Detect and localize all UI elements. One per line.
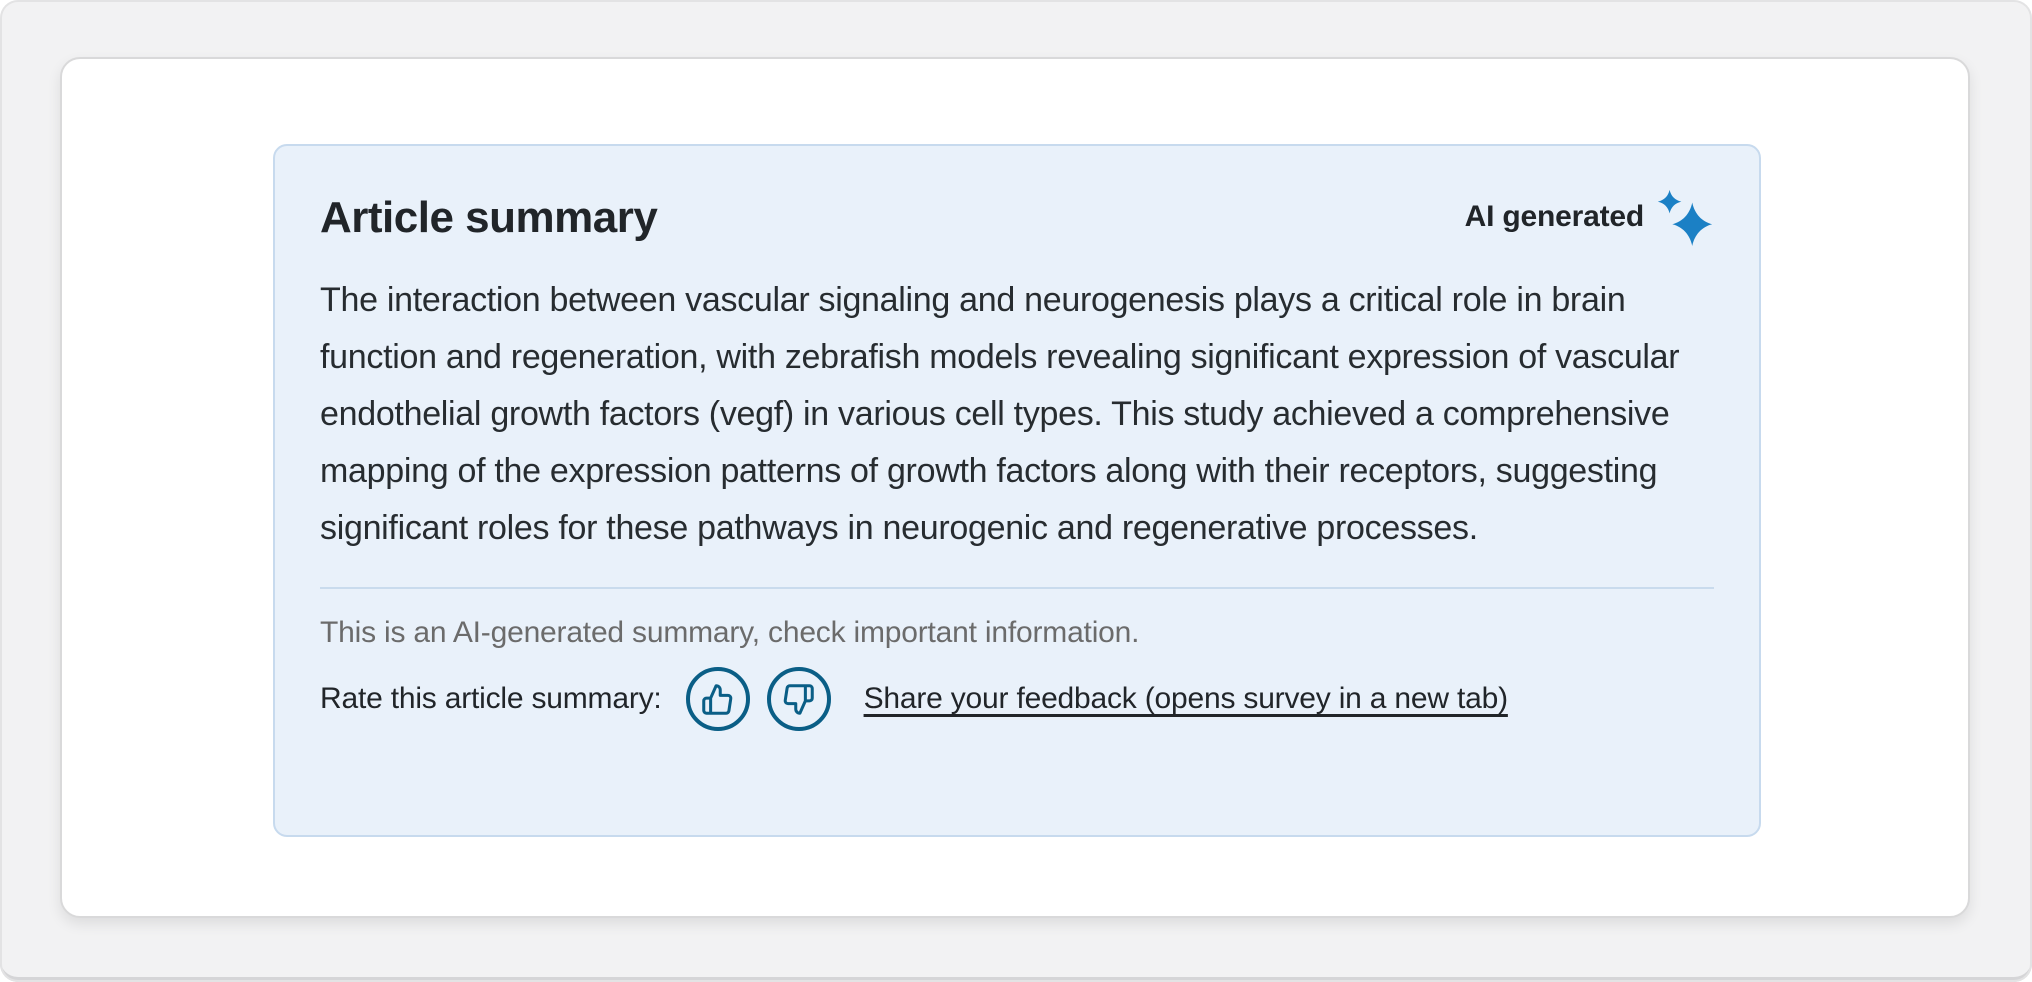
card-header: Article summary AI generated <box>320 188 1714 246</box>
rating-row: Rate this article summary: Share your fe… <box>320 667 1714 731</box>
page-background-card: Article summary AI generated The interac… <box>60 57 1970 918</box>
thumbs-up-button[interactable] <box>685 667 750 731</box>
thumbs-down-button[interactable] <box>766 667 831 731</box>
divider <box>320 587 1714 589</box>
thumbs-down-icon <box>783 683 814 715</box>
page-title: Article summary <box>320 192 658 242</box>
ai-disclaimer-text: This is an AI-generated summary, check i… <box>320 616 1140 649</box>
summary-text: The interaction between vascular signali… <box>320 281 1680 547</box>
ai-generated-badge: AI generated <box>1465 188 1714 246</box>
sparkle-icon <box>1657 189 1713 246</box>
thumbs-up-icon <box>702 683 733 715</box>
feedback-link[interactable]: Share your feedback (opens survey in a n… <box>863 682 1509 715</box>
rate-label: Rate this article summary: <box>320 682 662 715</box>
article-summary-card: Article summary AI generated The interac… <box>273 144 1761 837</box>
ai-generated-label: AI generated <box>1464 200 1645 233</box>
